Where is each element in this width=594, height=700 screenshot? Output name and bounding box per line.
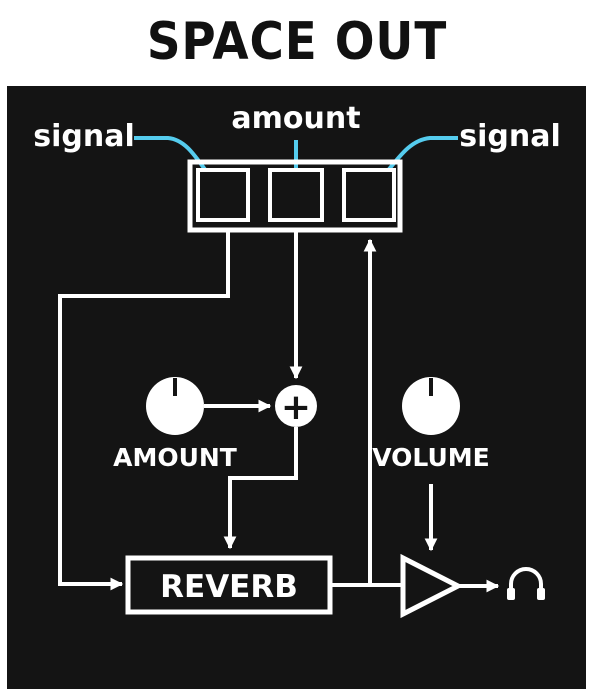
- mixer-node: [275, 385, 317, 427]
- left-signal-jack[interactable]: [196, 168, 250, 222]
- right-signal-label: signal: [459, 119, 561, 154]
- amount-knob[interactable]: [146, 377, 204, 435]
- right-signal-jack[interactable]: [342, 168, 396, 222]
- amount-knob-label: AMOUNT: [113, 443, 237, 472]
- reverb-label: REVERB: [160, 569, 298, 605]
- mixer-to-reverb-wire: [223, 427, 298, 550]
- mixer-symbol: +: [281, 387, 311, 428]
- amplifier-triangle: [400, 553, 464, 619]
- reverb-block: [125, 555, 333, 615]
- diagram-title: SPACE OUT: [146, 12, 448, 72]
- headphones-icon: [507, 567, 545, 600]
- left-signal-label: signal: [33, 119, 135, 154]
- left-signal-wire: [58, 230, 230, 591]
- volume-knob-label: VOLUME: [372, 443, 489, 472]
- volume-knob[interactable]: [402, 377, 460, 435]
- amount-input-label: amount: [231, 101, 360, 136]
- amount-jack[interactable]: [268, 168, 324, 222]
